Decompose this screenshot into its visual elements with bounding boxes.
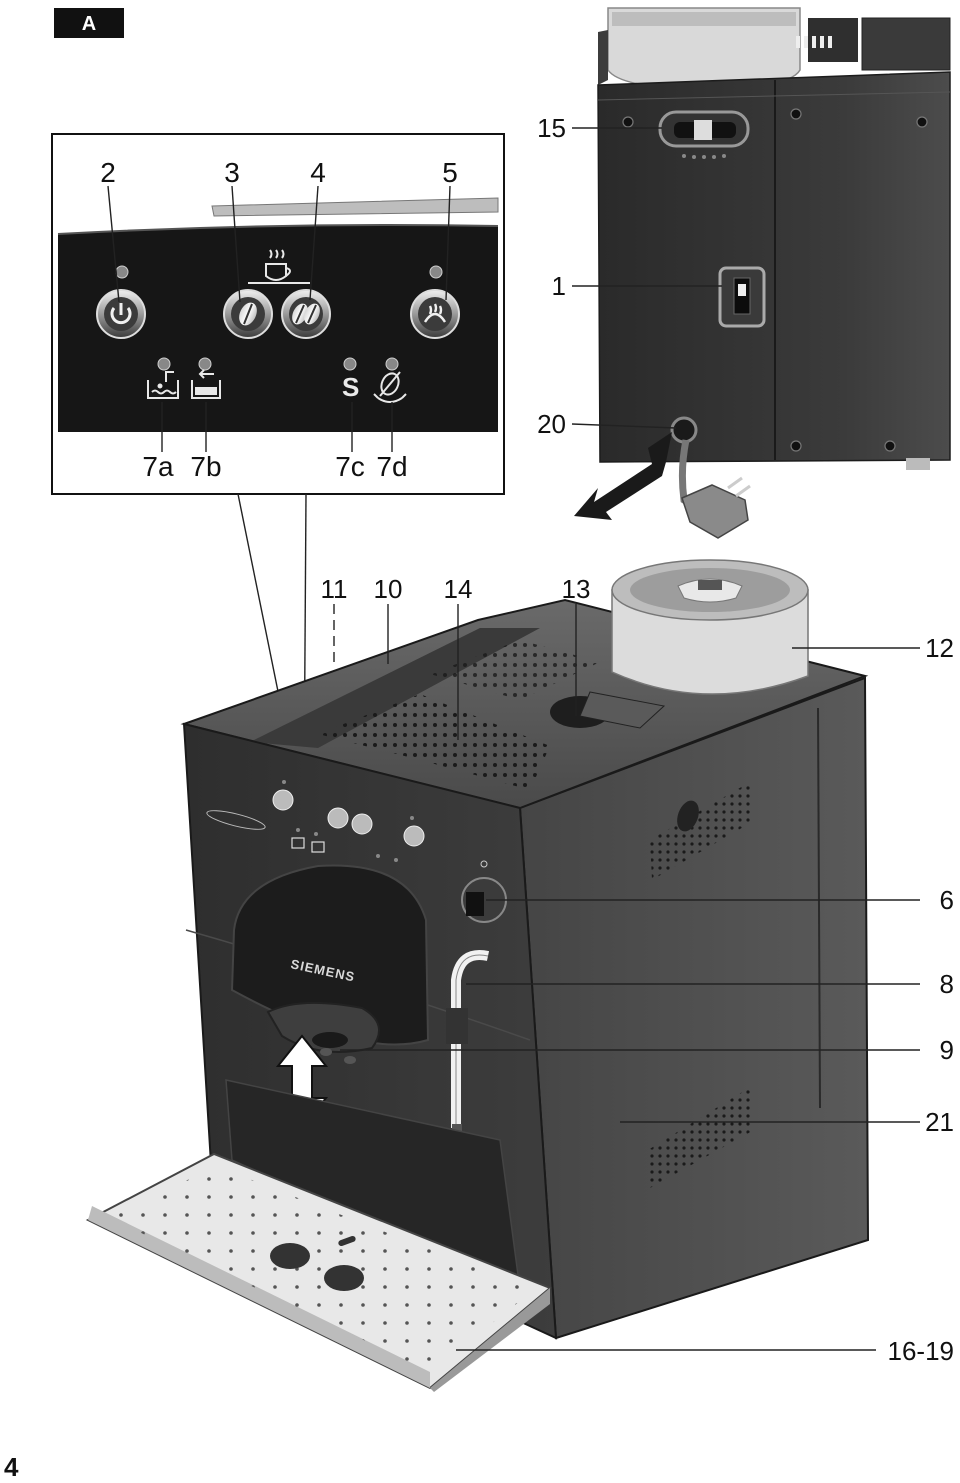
main-power-switch[interactable] bbox=[718, 266, 766, 328]
rear-vent bbox=[796, 36, 832, 48]
callout-15: 15 bbox=[537, 113, 566, 143]
callout-20: 20 bbox=[537, 409, 566, 439]
water-tank-icon bbox=[147, 371, 179, 399]
label-4: 4 bbox=[310, 157, 326, 188]
water-tank bbox=[611, 559, 809, 695]
page-number: 4 bbox=[4, 1452, 19, 1482]
grind-setting-slider[interactable] bbox=[658, 110, 750, 159]
drawer-icon bbox=[191, 369, 221, 399]
callout-lines bbox=[333, 127, 920, 1351]
callout-13: 13 bbox=[562, 574, 591, 604]
callout-10: 10 bbox=[374, 574, 403, 604]
steam-icon bbox=[423, 303, 447, 323]
rear-view bbox=[574, 7, 951, 539]
callout-12: 12 bbox=[925, 633, 954, 663]
callout-8: 8 bbox=[940, 969, 954, 999]
callout-11: 11 bbox=[321, 574, 348, 604]
brew-unit-door: SIEMENS bbox=[230, 864, 430, 1046]
label-5: 5 bbox=[442, 157, 458, 188]
bean-change-icon bbox=[373, 371, 407, 403]
callout-14: 14 bbox=[444, 574, 473, 604]
callout-1: 1 bbox=[552, 271, 566, 301]
label-7c: 7c bbox=[335, 451, 365, 482]
mild-coffee-button[interactable] bbox=[223, 289, 273, 339]
power-button[interactable] bbox=[96, 289, 146, 339]
callout-9: 9 bbox=[940, 1035, 954, 1065]
label-3: 3 bbox=[224, 157, 240, 188]
cup-icon bbox=[248, 249, 310, 284]
svg-text:A: A bbox=[82, 13, 96, 35]
label-2: 2 bbox=[100, 157, 116, 188]
control-panel-inset: S 2 3 4 5 7a 7b 7c 7d bbox=[51, 133, 505, 495]
figure-badge: A bbox=[54, 8, 124, 38]
descale-icon: S bbox=[342, 372, 359, 402]
drip-tray[interactable] bbox=[85, 1152, 552, 1392]
label-7d: 7d bbox=[376, 451, 407, 482]
label-7a: 7a bbox=[142, 451, 174, 482]
double-bean-icon bbox=[292, 303, 320, 325]
front-control-panel bbox=[206, 780, 425, 862]
callout-6: 6 bbox=[940, 885, 954, 915]
callout-21: 21 bbox=[925, 1107, 954, 1137]
label-7b: 7b bbox=[190, 451, 221, 482]
strong-coffee-button[interactable] bbox=[281, 289, 331, 339]
main-machine: SIEMENS bbox=[85, 559, 870, 1392]
power-icon bbox=[110, 303, 132, 325]
steam-button[interactable] bbox=[410, 289, 460, 339]
callout-16-19: 16-19 bbox=[888, 1336, 955, 1366]
single-bean-icon bbox=[239, 302, 257, 326]
